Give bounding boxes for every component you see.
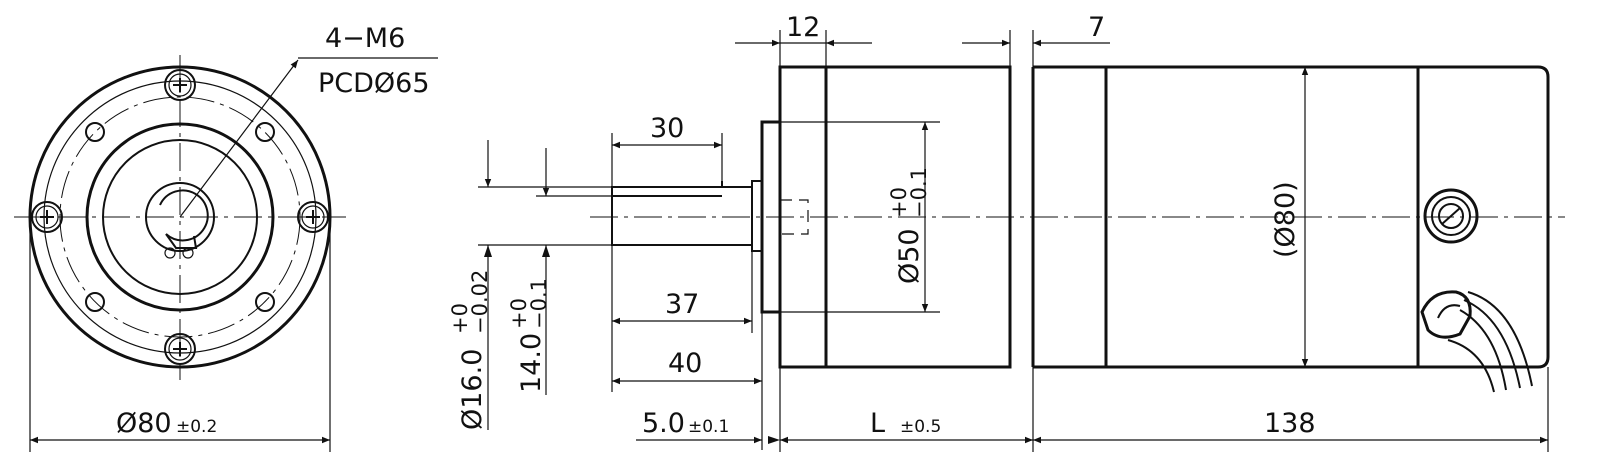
- pilot-len-tol: ±0.1: [688, 417, 729, 437]
- front-view: 4−M6 PCDØ65 Ø80 ±0.2: [14, 23, 438, 452]
- pilot-tol-lower: −0.1: [907, 167, 931, 218]
- screw-left: [31, 201, 63, 233]
- dia16-label: Ø16.0: [457, 349, 488, 430]
- pilot-len-arrow-right: [768, 436, 780, 444]
- screw-bottom: [164, 333, 196, 365]
- pilot-dim-label: Ø50: [894, 228, 925, 284]
- key-hole-left: [164, 247, 176, 259]
- width-dim-tol: ±0.2: [176, 417, 217, 437]
- dim7-label: 7: [1088, 12, 1105, 43]
- pcd-circle: [59, 96, 301, 338]
- pilot-len-label: 5.0: [642, 408, 685, 439]
- body-dia-label: (Ø80): [1270, 181, 1301, 258]
- pilot-outer-circle: [85, 122, 275, 312]
- dim14-label: 14.0: [516, 333, 547, 393]
- dim14-tol-upper: +0: [507, 298, 531, 329]
- width-dim-label: Ø80: [116, 408, 172, 439]
- hidden-key-bore: [780, 199, 809, 235]
- pcd-callout: PCDØ65: [318, 68, 430, 99]
- mount-hole-bottom-right: [255, 292, 275, 312]
- pilot-tol-upper: +0: [887, 187, 911, 218]
- dia16-arrow-bottom: [484, 245, 492, 257]
- pcd-leader-line: [179, 59, 299, 218]
- dia16-tol-lower: −0.02: [468, 270, 492, 334]
- key-hole-right: [182, 247, 194, 259]
- screw-top: [164, 69, 196, 101]
- mount-hole-top-right: [255, 122, 275, 142]
- screw-right: [297, 201, 329, 233]
- side-view: Ø50 +0 −0.1 (Ø80) 12 7 30 37: [448, 12, 1565, 452]
- outer-housing-circle: [28, 65, 332, 369]
- l-dim-label: L: [870, 408, 885, 439]
- dim14-arrow-bottom: [542, 245, 550, 257]
- motor-body: [1033, 65, 1550, 369]
- cable-exit: [1420, 290, 1533, 393]
- pilot-inner-circle: [102, 139, 258, 295]
- screw-callout: 4−M6: [325, 23, 405, 54]
- shaft-boss-circle: [145, 182, 215, 252]
- dim138-label: 138: [1264, 408, 1316, 439]
- dim14-tol-lower: −0.1: [527, 278, 551, 329]
- mount-hole-bottom-left: [85, 292, 105, 312]
- dim37-label: 37: [665, 289, 699, 320]
- shaft-circle: [159, 189, 209, 242]
- mount-hole-top-left: [85, 122, 105, 142]
- dim30-label: 30: [650, 113, 684, 144]
- dia16-tol-upper: +0: [448, 303, 472, 334]
- l-dim-tol: ±0.5: [900, 417, 941, 437]
- dim40-label: 40: [668, 348, 702, 379]
- terminal-grommet: [1423, 188, 1479, 244]
- dim12-label: 12: [786, 12, 820, 43]
